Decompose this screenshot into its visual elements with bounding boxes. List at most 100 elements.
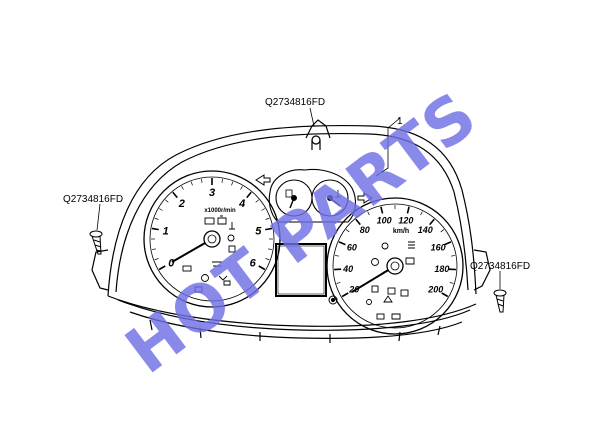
- tachometer-scale-label: 5: [255, 226, 262, 238]
- dial-minor-tick: [265, 217, 270, 220]
- speedometer-scale-label: 120: [398, 215, 413, 225]
- tachometer-scale-label: 6: [250, 257, 257, 269]
- tachometer-scale-label: 2: [178, 198, 185, 210]
- speedometer-ticks: [334, 205, 456, 298]
- speedometer-unit-label: km/h: [393, 228, 409, 235]
- speedometer-scale-label: 140: [418, 225, 433, 235]
- trip-reset-knob: [328, 295, 338, 305]
- dial-major-tick: [441, 292, 449, 298]
- dial-minor-tick: [261, 208, 266, 211]
- speedometer-scale-label: 40: [342, 264, 353, 274]
- tachometer-scale-label: 0: [168, 257, 175, 269]
- dial-major-tick: [429, 218, 435, 226]
- speedometer-rim: [326, 197, 464, 335]
- dial-minor-tick: [221, 178, 223, 183]
- dial-major-tick: [258, 265, 266, 271]
- dial-major-tick: [355, 218, 361, 226]
- screw-left: [89, 230, 103, 255]
- tpms-icon: [387, 287, 396, 295]
- tachometer: 0 1 2 3 4 5 6 x1000r/min: [143, 170, 281, 308]
- screw-right: [493, 289, 507, 313]
- temperature-icon: [229, 222, 235, 230]
- washer-icon: [400, 289, 409, 297]
- right-turn-icon: [357, 192, 373, 204]
- callout-left-part-number: Q2734816FD: [63, 194, 123, 205]
- dial-minor-tick: [420, 211, 423, 216]
- tachometer-ticks: [151, 178, 273, 271]
- speedometer-scale-label: 160: [431, 243, 446, 253]
- fuel-icon: [194, 286, 203, 293]
- speedometer-scale-label: 100: [377, 215, 392, 225]
- dial-major-tick: [158, 265, 166, 271]
- fuel-gauge-icon: [285, 189, 293, 198]
- seat-icon: [366, 299, 372, 305]
- dial-major-tick: [151, 227, 159, 231]
- dial-minor-tick: [268, 248, 273, 250]
- shift-icon: [218, 275, 228, 281]
- battery-icon: [204, 217, 215, 225]
- dial-minor-tick: [151, 248, 156, 250]
- dial-minor-tick: [190, 181, 193, 186]
- tachometer-rim: [143, 170, 281, 308]
- dial-minor-tick: [154, 258, 159, 261]
- dial-minor-tick: [440, 229, 445, 233]
- dial-minor-tick: [336, 282, 341, 284]
- dial-minor-tick: [154, 217, 159, 220]
- speedometer-scale-label: 20: [348, 285, 359, 295]
- parking-icon: [201, 274, 209, 282]
- dial-minor-tick: [451, 255, 456, 257]
- dial-major-tick: [444, 241, 452, 246]
- traction-icon: [383, 295, 393, 303]
- left-turn-icon: [255, 174, 271, 186]
- dial-minor-tick: [240, 185, 243, 190]
- watermark: HOT PARTS: [113, 78, 492, 389]
- tachometer-hub: [203, 230, 221, 248]
- key-icon: [376, 313, 385, 320]
- tachometer-scale: 0 1 2 3 4 5 6: [163, 187, 263, 270]
- dial-major-tick: [406, 206, 410, 214]
- speedometer-scale-label: 80: [360, 225, 370, 235]
- tachometer-scale-label: 4: [238, 198, 245, 210]
- abs-icon-2: [391, 313, 401, 320]
- oil-icon: [227, 234, 235, 242]
- door-icon: [182, 265, 192, 272]
- speedometer-scale-label: 60: [347, 243, 357, 253]
- seatbelt-icon: [228, 245, 236, 253]
- tachometer-scale-label: 1: [163, 226, 169, 238]
- speedometer-scale-label: 180: [434, 264, 449, 274]
- tachometer-warning-lamps: [182, 215, 236, 293]
- dial-major-tick: [341, 292, 349, 298]
- dial-minor-tick: [345, 229, 350, 233]
- highbeam-icon: [408, 241, 415, 249]
- speedometer-scale-label: 200: [427, 285, 443, 295]
- engine-icon: [217, 215, 227, 225]
- callout-item-number: 1: [397, 116, 403, 127]
- dial-minor-tick: [265, 258, 270, 261]
- center-gauge-housing: [268, 168, 357, 223]
- dial-major-tick: [172, 191, 178, 199]
- dial-major-tick: [246, 191, 252, 199]
- dial-minor-tick: [181, 185, 184, 190]
- dial-major-tick: [265, 227, 273, 231]
- tachometer-unit-label: x1000r/min: [204, 208, 236, 214]
- dial-major-tick: [338, 241, 346, 246]
- cruise-icon: [212, 261, 222, 267]
- foglight-icon: [405, 257, 415, 265]
- center-gauges: [255, 168, 373, 223]
- brake-icon: [371, 258, 379, 266]
- leader-lines: [96, 107, 501, 289]
- speedometer-warning-lamps: [366, 241, 415, 320]
- callout-top-part-number: Q2734816FD: [265, 97, 325, 108]
- speedometer-hub: [386, 257, 404, 275]
- dial-major-tick: [380, 206, 384, 214]
- dial-minor-tick: [367, 211, 370, 216]
- temp-gauge: [311, 179, 349, 217]
- display-window: [275, 243, 327, 297]
- headlight-icon: [381, 242, 389, 250]
- temp-gauge-icon: [335, 190, 341, 198]
- dial-minor-tick: [255, 199, 259, 203]
- tachometer-scale-label: 3: [209, 187, 215, 199]
- dial-minor-tick: [334, 255, 339, 257]
